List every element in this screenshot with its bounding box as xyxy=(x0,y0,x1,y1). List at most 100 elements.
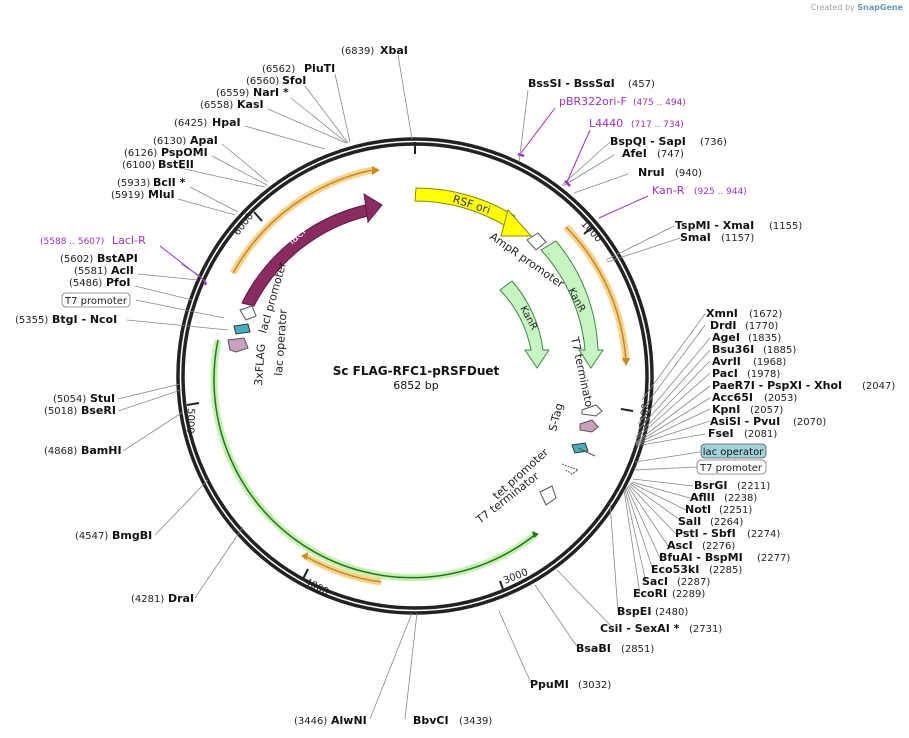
site-xmni: XmnI xyxy=(706,307,738,320)
site-bseri-pos: (5018) xyxy=(44,406,77,417)
plasmid-length: 6852 bp xyxy=(393,379,438,392)
site-saci-pos: (2287) xyxy=(677,577,710,588)
site-nari-pos: (6559) xyxy=(216,88,249,99)
site-noti-pos: (2251) xyxy=(719,505,752,516)
site-bspqi-pos: (736) xyxy=(700,137,727,148)
site-bmgbi: BmgBI xyxy=(112,529,152,542)
site-acc65i: Acc65I xyxy=(712,391,753,404)
site-paci-pos: (1978) xyxy=(747,369,780,380)
site-bsabi-pos: (2851) xyxy=(621,644,654,655)
site-l4440-pos: (717 .. 734) xyxy=(631,120,684,130)
site-bsteii: BstEII xyxy=(158,158,194,171)
site-bfuai: BfuAI - BspMI xyxy=(659,551,743,564)
site-csii-pos: (2731) xyxy=(689,624,722,635)
site-drdi: DrdI xyxy=(710,319,737,332)
site-lacir: LacI-R xyxy=(112,234,146,247)
site-bstapi: BstAPI xyxy=(97,252,138,265)
site-smai: SmaI xyxy=(680,231,711,244)
site-pfoi-pos: (5486) xyxy=(69,278,102,289)
site-pluti: PluTI xyxy=(304,62,335,75)
site-bsu36i: Bsu36I xyxy=(712,343,754,356)
site-fsei: FseI xyxy=(708,427,734,440)
site-bsrgi-pos: (2211) xyxy=(737,481,770,492)
site-sfoi: SfoI xyxy=(282,74,306,87)
site-stui: StuI xyxy=(90,392,115,405)
t7-promoter-box-left xyxy=(61,292,131,308)
lac-operator-box-right xyxy=(700,443,767,459)
site-t7-promoter-right: T7 promoter xyxy=(699,463,763,474)
site-afei: AfeI xyxy=(622,147,647,160)
site-mlui-pos: (5919) xyxy=(111,190,144,201)
t7-promoter-box-right xyxy=(696,459,767,475)
site-drdi-pos: (1770) xyxy=(745,321,778,332)
site-kasi-pos: (6558) xyxy=(200,100,233,111)
site-afei-pos: (747) xyxy=(657,149,684,160)
site-ecori-pos: (2289) xyxy=(672,589,705,600)
kanr-inner-feature: KanR xyxy=(499,280,550,369)
site-alwni: AlwNI xyxy=(331,714,367,727)
site-bspqi: BspQI - SapI xyxy=(610,135,686,148)
site-ppumi-pos: (3032) xyxy=(578,680,611,691)
orange-arcs xyxy=(229,166,630,586)
tick-marks xyxy=(186,142,634,593)
site-bbvci-pos: (3439) xyxy=(459,716,492,727)
site-asisi-pos: (2070) xyxy=(793,417,826,428)
site-bsssi: BssSI - BssSαI xyxy=(528,77,615,90)
tick-label-4000: 4000 xyxy=(303,577,331,598)
plasmid-name: Sc FLAG-RFC1-pRSFDuet xyxy=(333,364,500,378)
site-bseri: BseRI xyxy=(81,404,116,417)
site-kanr-primer: Kan-R xyxy=(652,184,685,197)
site-asisi: AsiSI - PvuI xyxy=(710,415,780,428)
site-bbvci: BbvCI xyxy=(413,714,449,727)
site-nrui-pos: (940) xyxy=(675,168,702,179)
site-bmgbi-pos: (4547) xyxy=(75,531,108,542)
site-eco53ki: Eco53kI xyxy=(651,563,699,576)
site-btgi-pos: (5355) xyxy=(15,315,48,326)
primer-marks xyxy=(202,152,571,286)
site-ppumi: PpuMI xyxy=(530,678,569,691)
site-sali-pos: (2264) xyxy=(710,517,743,528)
primer-leader-lines xyxy=(159,107,649,282)
tick-label-6000: 6000 xyxy=(232,211,256,238)
site-paer7i: PaeR7I - PspXI - XhoI xyxy=(712,379,842,392)
site-smai-pos: (1157) xyxy=(721,233,754,244)
site-bsteii-pos: (6100) xyxy=(122,160,155,171)
site-bsu36i-pos: (1885) xyxy=(763,345,796,356)
site-labels: (6839) XbaI (6562) PluTI (6560) SfoI (65… xyxy=(15,44,895,727)
site-stui-pos: (5054) xyxy=(53,394,86,405)
green-arc xyxy=(210,339,539,582)
s-tag-feature: S-Tag xyxy=(546,402,603,433)
site-bamhi-pos: (4868) xyxy=(44,446,77,457)
site-bsssi-pos: (457) xyxy=(628,79,655,90)
site-paer7i-pos: (2047) xyxy=(862,381,895,392)
site-tspmi-pos: (1155) xyxy=(769,221,802,232)
site-saci: SacI xyxy=(642,575,668,588)
site-nrui: NruI xyxy=(638,166,665,179)
site-l4440: L4440 xyxy=(589,117,623,130)
site-drai: DraI xyxy=(168,592,194,605)
site-acli-pos: (5581) xyxy=(74,266,107,277)
site-mlui: MluI xyxy=(148,188,175,201)
site-alwni-pos: (3446) xyxy=(294,716,327,727)
site-sali: SalI xyxy=(678,515,701,528)
site-xbai: XbaI xyxy=(380,44,408,57)
site-aflii-pos: (2238) xyxy=(724,493,757,504)
site-bsrgi: BsrGI xyxy=(694,479,727,492)
site-acli: AclI xyxy=(111,264,134,277)
site-csii: CsiI - SexAI * xyxy=(600,622,680,635)
site-avrii-pos: (1968) xyxy=(753,357,786,368)
snapgene-watermark: Created by SnapGene xyxy=(810,3,903,12)
rsf-ori-feature: RSF ori xyxy=(414,187,533,237)
lac-operator-right xyxy=(571,442,596,457)
site-psti-pos: (2274) xyxy=(747,529,780,540)
site-bcli-pos: (5933) xyxy=(117,178,150,189)
site-kasi: KasI xyxy=(237,98,264,111)
3xflag-label: 3xFLAG xyxy=(252,343,268,386)
site-hpai-pos: (6425) xyxy=(174,118,207,129)
site-avrii: AvrII xyxy=(712,355,741,368)
site-acc65i-pos: (2053) xyxy=(764,393,797,404)
site-pbr322-pos: (475 .. 494) xyxy=(633,98,686,108)
site-t7-promoter-left: T7 promoter xyxy=(64,296,128,307)
site-pbr322: pBR322ori-F xyxy=(559,95,627,108)
